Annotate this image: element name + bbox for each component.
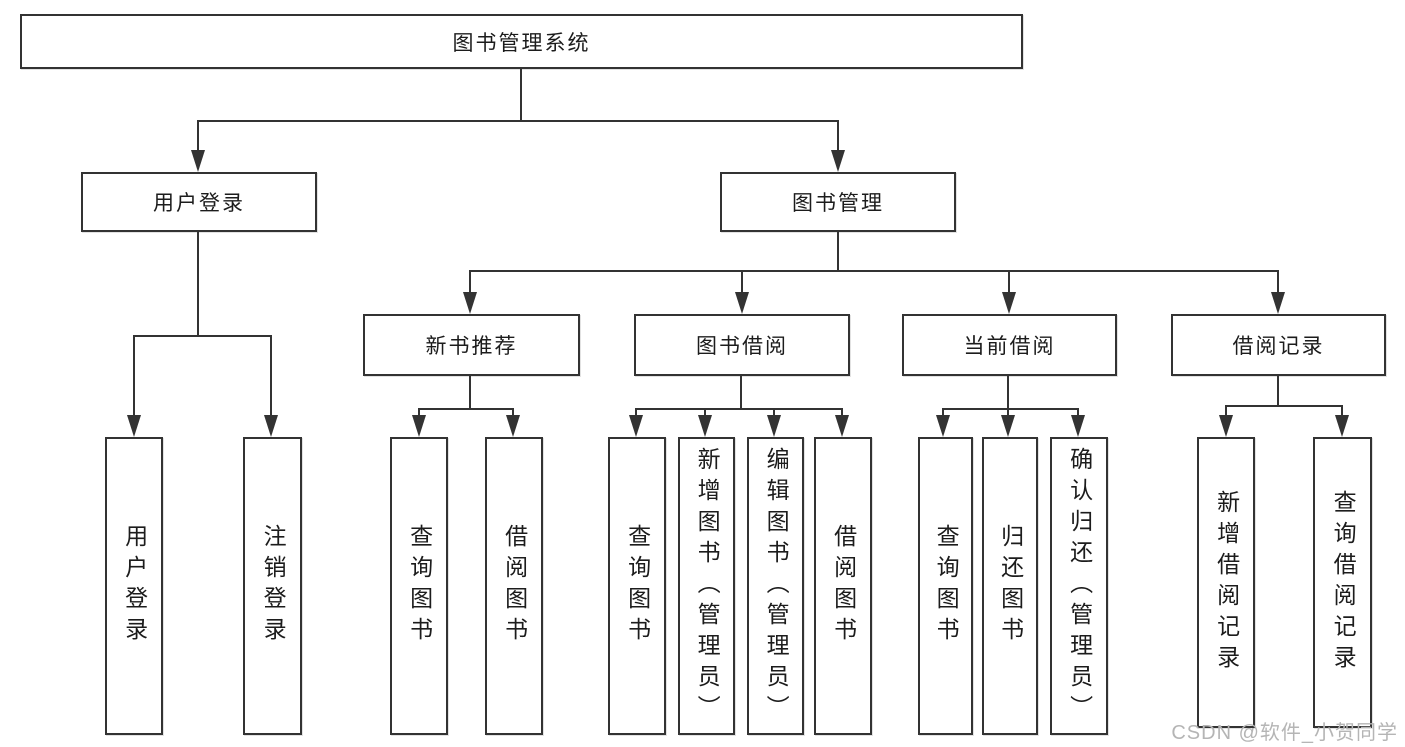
connector-line (469, 270, 471, 294)
connector-line (704, 408, 706, 417)
arrowhead-down-icon (1002, 292, 1016, 314)
node-new-book-recommend: 新书推荐 (363, 314, 580, 376)
leaf-query-book-3: 查询图书 (918, 437, 973, 735)
arrowhead-down-icon (835, 415, 849, 437)
node-book-management: 图书管理 (720, 172, 956, 232)
connector-line (635, 408, 637, 417)
leaf-query-book-2: 查询图书 (608, 437, 666, 735)
leaf-borrow-book-1-label: 借阅图书 (501, 524, 528, 648)
leaf-borrow-book-1: 借阅图书 (485, 437, 543, 735)
leaf-confirm-return-admin-label: 确认归还（管理员） (1066, 446, 1093, 726)
connector-line (270, 335, 272, 417)
connector-line (741, 270, 743, 294)
arrowhead-down-icon (1071, 415, 1085, 437)
connector-line (635, 408, 843, 410)
node-book-borrowing: 图书借阅 (634, 314, 850, 376)
leaf-edit-book-admin-label: 编辑图书（管理员） (763, 446, 790, 726)
leaf-query-book-1-label: 查询图书 (406, 524, 433, 648)
connector-line (512, 408, 514, 417)
connector-line (520, 69, 522, 120)
connector-line (197, 120, 839, 122)
connector-line (418, 408, 514, 410)
node-borrowing-records: 借阅记录 (1171, 314, 1386, 376)
leaf-add-book-admin-label: 新增图书（管理员） (694, 446, 721, 726)
arrowhead-down-icon (831, 150, 845, 172)
arrowhead-down-icon (1219, 415, 1233, 437)
node-current-borrowing-label: 当前借阅 (963, 335, 1056, 358)
arrowhead-down-icon (191, 150, 205, 172)
leaf-query-book-2-label: 查询图书 (624, 524, 651, 648)
leaf-query-borrow-record: 查询借阅记录 (1313, 437, 1372, 728)
leaf-borrow-book-2: 借阅图书 (814, 437, 872, 735)
leaf-logout: 注销登录 (243, 437, 302, 735)
leaf-query-book-3-label: 查询图书 (933, 524, 960, 648)
arrowhead-down-icon (735, 292, 749, 314)
node-current-borrowing: 当前借阅 (902, 314, 1117, 376)
connector-line (1277, 270, 1279, 294)
connector-line (133, 335, 272, 337)
node-user-login-label: 用户登录 (153, 192, 245, 215)
connector-line (197, 120, 199, 152)
arrowhead-down-icon (1001, 415, 1015, 437)
leaf-add-borrow-record: 新增借阅记录 (1197, 437, 1255, 728)
leaf-user-login-label: 用户登录 (121, 524, 148, 648)
arrowhead-down-icon (936, 415, 950, 437)
connector-line (133, 335, 135, 417)
leaf-return-book-label: 归还图书 (997, 524, 1024, 648)
connector-line (1007, 376, 1009, 408)
csdn-watermark: CSDN @软件_小贺同学 (1171, 722, 1398, 744)
leaf-query-book-1: 查询图书 (390, 437, 448, 735)
node-book-management-label: 图书管理 (792, 192, 884, 215)
arrowhead-down-icon (629, 415, 643, 437)
arrowhead-down-icon (767, 415, 781, 437)
connector-line (773, 408, 775, 417)
connector-line (942, 408, 1079, 410)
arrowhead-down-icon (1335, 415, 1349, 437)
node-new-book-recommend-label: 新书推荐 (425, 335, 518, 358)
connector-line (841, 408, 843, 417)
arrowhead-down-icon (506, 415, 520, 437)
connector-line (942, 408, 944, 417)
leaf-confirm-return-admin: 确认归还（管理员） (1050, 437, 1108, 735)
connector-line (837, 120, 839, 152)
arrowhead-down-icon (698, 415, 712, 437)
connector-line (1277, 376, 1279, 405)
leaf-query-borrow-record-label: 查询借阅记录 (1330, 489, 1357, 676)
connector-line (469, 270, 1279, 272)
node-user-login: 用户登录 (81, 172, 317, 232)
connector-line (740, 376, 742, 408)
node-book-borrowing-label: 图书借阅 (696, 335, 788, 358)
connector-line (1008, 270, 1010, 294)
arrowhead-down-icon (463, 292, 477, 314)
leaf-logout-label: 注销登录 (260, 524, 287, 648)
connector-line (1007, 408, 1009, 417)
leaf-user-login: 用户登录 (105, 437, 163, 735)
connector-line (1225, 405, 1227, 417)
leaf-edit-book-admin: 编辑图书（管理员） (747, 437, 804, 735)
connector-line (1077, 408, 1079, 417)
connector-line (1225, 405, 1343, 407)
leaf-add-book-admin: 新增图书（管理员） (678, 437, 735, 735)
arrowhead-down-icon (412, 415, 426, 437)
connector-line (197, 232, 199, 335)
node-root-label: 图书管理系统 (452, 31, 591, 55)
connector-line (837, 232, 839, 270)
node-root: 图书管理系统 (20, 14, 1023, 69)
leaf-return-book: 归还图书 (982, 437, 1038, 735)
arrowhead-down-icon (1271, 292, 1285, 314)
leaf-add-borrow-record-label: 新增借阅记录 (1213, 489, 1240, 676)
arrowhead-down-icon (264, 415, 278, 437)
connector-line (418, 408, 420, 417)
connector-line (469, 376, 471, 408)
arrowhead-down-icon (127, 415, 141, 437)
connector-line (1341, 405, 1343, 417)
node-borrowing-records-label: 借阅记录 (1232, 335, 1325, 358)
leaf-borrow-book-2-label: 借阅图书 (830, 524, 857, 648)
